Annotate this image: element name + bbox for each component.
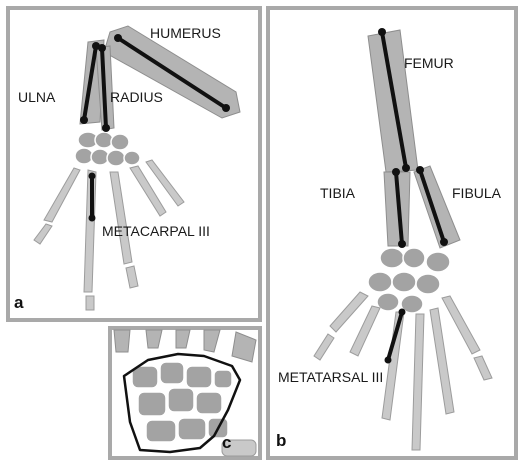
radius-proximal-joint (98, 44, 106, 52)
label-metatarsal: METATARSAL III (278, 369, 383, 385)
label-femur: FEMUR (404, 55, 454, 71)
metacarpal-proximal-joint (89, 173, 96, 180)
humerus-proximal-joint (114, 34, 122, 42)
fibula-proximal-joint (416, 166, 424, 174)
panel-a-letter: a (14, 293, 24, 312)
metatarsal-proximal-joint (399, 309, 406, 316)
fibula-distal-joint (440, 238, 448, 246)
tibia-proximal-joint (392, 168, 400, 176)
panel-a: HUMERUS ULNA RADIUS METACARPAL III a (8, 8, 260, 320)
ulna-distal-joint (80, 116, 88, 124)
label-ulna: ULNA (18, 89, 56, 105)
label-tibia: TIBIA (320, 185, 356, 201)
tibia-distal-joint (398, 240, 406, 248)
femur-distal-joint (402, 164, 410, 172)
label-radius: RADIUS (110, 89, 163, 105)
metacarpal-distal-joint (89, 215, 96, 222)
femur-proximal-joint (378, 28, 386, 36)
radius-distal-joint (102, 124, 110, 132)
panel-b: FEMUR TIBIA FIBULA METATARSAL III b (268, 8, 516, 458)
label-metacarpal: METACARPAL III (102, 223, 210, 239)
humerus-distal-joint (222, 104, 230, 112)
panel-b-letter: b (276, 431, 286, 450)
metatarsal-distal-joint (385, 357, 392, 364)
label-humerus: HUMERUS (150, 25, 221, 41)
panel-c-letter: c (222, 433, 231, 452)
label-fibula: FIBULA (452, 185, 502, 201)
panel-c: c (110, 328, 260, 458)
